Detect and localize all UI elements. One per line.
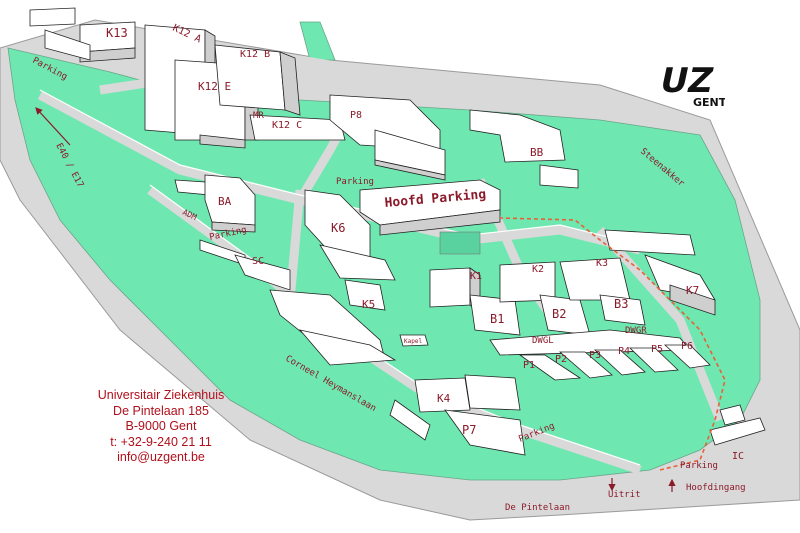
road-label-hoofdingang: Hoofdingang xyxy=(686,483,746,493)
logo-mark: UZ xyxy=(656,61,717,101)
building-hoofd-parking xyxy=(359,179,501,236)
road-label-parking-entrance: Parking xyxy=(680,461,718,471)
label-ic: IC xyxy=(732,451,744,462)
building-k7-block xyxy=(604,229,716,316)
address-line-email[interactable]: info@uzgent.be xyxy=(117,450,205,464)
road-label-parking-mid: Parking xyxy=(336,177,374,187)
label-p8: P8 xyxy=(350,110,362,121)
building-ba-block xyxy=(174,174,291,291)
address-line-phone[interactable]: t: +32-9-240 21 11 xyxy=(110,434,212,449)
label-k12c: K12 C xyxy=(272,120,302,131)
label-b3: B3 xyxy=(614,297,628,311)
address-line-hospital: Universitair Ziekenhuis xyxy=(97,388,225,402)
label-mr: MR xyxy=(253,111,264,121)
building-bb-block xyxy=(469,109,579,189)
central-square xyxy=(439,231,481,255)
address-line-city: B-9000 Gent xyxy=(125,419,197,433)
label-k13: K13 xyxy=(106,26,128,40)
label-ba: BA xyxy=(218,195,232,208)
label-bb: BB xyxy=(530,146,544,159)
building-k4-block xyxy=(389,374,526,456)
label-p4: P4 xyxy=(618,346,630,357)
uz-gent-logo: UZ GENT xyxy=(656,61,725,109)
label-k5: K5 xyxy=(362,298,375,311)
label-k7: K7 xyxy=(686,284,699,297)
label-k12b: K12 B xyxy=(240,49,270,60)
road-label-de-pintelaan: De Pintelaan xyxy=(505,503,570,513)
label-dwgr: DWGR xyxy=(625,326,647,336)
label-p5: P5 xyxy=(651,344,663,355)
address-line-street: De Pintelaan 185 xyxy=(113,403,209,418)
building-k6-block xyxy=(304,189,396,281)
label-sc: SC xyxy=(252,256,264,267)
road-label-uitrit: Uitrit xyxy=(608,490,641,500)
label-p3: P3 xyxy=(589,350,601,361)
building-p8-block xyxy=(329,94,446,181)
entrance-route xyxy=(499,217,726,471)
label-b2: B2 xyxy=(552,307,566,321)
building-k3-block xyxy=(559,257,646,326)
building-k13-block xyxy=(29,7,136,63)
building-wards-block xyxy=(489,329,711,381)
building-k5-block xyxy=(269,279,397,366)
e40-direction-arrow xyxy=(35,107,71,146)
label-k6: K6 xyxy=(331,221,345,235)
label-p1: P1 xyxy=(523,360,535,371)
label-b1: B1 xyxy=(490,312,504,326)
building-k1-block xyxy=(429,267,521,336)
building-k12-block xyxy=(144,24,346,149)
label-p7: P7 xyxy=(462,423,476,437)
label-k2: K2 xyxy=(532,264,544,275)
buildings xyxy=(29,7,766,456)
label-dwgl: DWGL xyxy=(532,336,554,346)
label-kapel: Kapel xyxy=(404,338,422,345)
logo-sub: GENT xyxy=(693,96,725,109)
building-kapel xyxy=(399,334,429,347)
label-p6: P6 xyxy=(681,341,693,352)
building-ic-block xyxy=(709,404,766,446)
label-p2: P2 xyxy=(555,354,567,365)
label-k1: K1 xyxy=(470,271,482,282)
label-k3: K3 xyxy=(596,258,608,269)
label-k12e: K12 E xyxy=(198,80,231,93)
label-k4: K4 xyxy=(437,392,451,405)
address-block: Universitair Ziekenhuis De Pintelaan 185… xyxy=(66,388,256,466)
